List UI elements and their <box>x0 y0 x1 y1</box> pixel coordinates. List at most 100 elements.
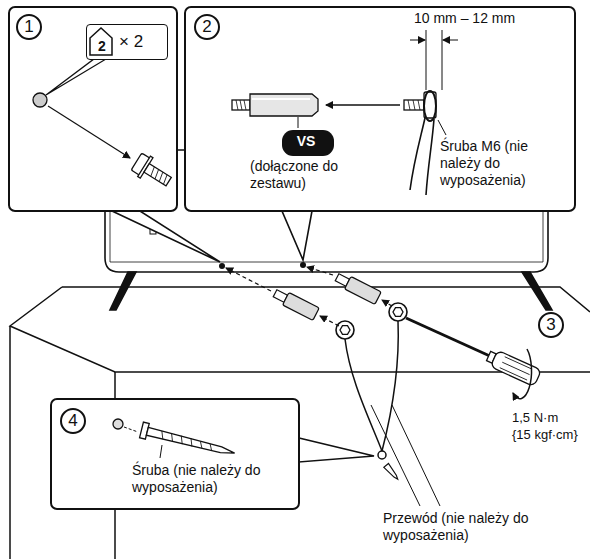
m6-screw <box>336 303 407 339</box>
panel-two-art <box>443 40 458 41</box>
m6-screw <box>389 303 407 321</box>
callout-number: 2 <box>194 14 220 40</box>
quantity-label: × 2 <box>119 32 143 52</box>
part-number: 2 <box>91 38 113 54</box>
torque-label: {15 kgf·cm} <box>512 427 578 443</box>
panel-two-art <box>252 98 310 100</box>
screwdriver <box>500 368 527 380</box>
panel-four-art <box>160 431 213 452</box>
panel-two-art <box>438 120 446 135</box>
panel-one-art <box>144 164 171 186</box>
panel-one-art <box>86 24 168 60</box>
panel-one-art <box>33 24 175 192</box>
wood-screw <box>384 463 400 481</box>
panel-two-art <box>250 94 318 116</box>
callout-number: 4 <box>60 408 86 434</box>
assembly-arrow <box>226 267 392 326</box>
wood-screw <box>384 463 400 481</box>
leader-line <box>371 405 440 506</box>
panel-four-art <box>113 419 237 461</box>
cable-wire <box>345 339 382 451</box>
panel-four-art <box>146 427 235 457</box>
screwdriver <box>490 350 541 386</box>
dimension-label: 10 mm – 12 mm <box>414 10 515 27</box>
panel-two-art <box>404 100 424 110</box>
cable-wire <box>382 321 398 451</box>
cable-wire <box>378 451 386 459</box>
callout-pointer <box>112 211 220 262</box>
spacer-part <box>345 276 382 304</box>
panel-ground <box>184 6 576 212</box>
m6-screw <box>336 321 354 339</box>
panel-two-art <box>408 100 420 110</box>
part-label: Przewód (nie należy do wyposażenia) <box>383 510 551 544</box>
screwdriver <box>505 357 532 369</box>
spacer-part <box>334 271 381 304</box>
cable-wire <box>345 321 398 459</box>
screwdriver <box>502 362 529 374</box>
tv-set <box>522 272 552 310</box>
part-label: Śruba M6 (nie należy do wyposażenia) <box>440 138 568 188</box>
screwdriver <box>513 349 532 399</box>
callout-pointer <box>282 211 312 260</box>
stand-table <box>62 287 590 312</box>
panel-one-art <box>48 106 130 158</box>
part-label: Śruba (nie należy do wyposażenia) <box>132 462 282 496</box>
tv-set <box>219 263 225 269</box>
stand-table <box>10 287 590 559</box>
panel-two-art <box>426 119 434 195</box>
spacer-part <box>272 287 319 320</box>
panel-two-art <box>442 30 443 90</box>
callout-number: 3 <box>538 312 564 338</box>
m6-screw <box>340 326 350 335</box>
screwdriver <box>406 318 492 357</box>
part-code-badge: VS <box>282 130 334 156</box>
tv-set <box>300 262 306 268</box>
panel-two-art <box>410 118 425 190</box>
screwdriver <box>485 348 542 387</box>
callout-panel: 4Śruba (nie należy do wyposażenia) <box>50 398 300 510</box>
panel-ground <box>8 6 178 212</box>
panel-two-art <box>424 91 436 121</box>
panel-four-art <box>124 427 138 432</box>
leader-line <box>392 405 440 506</box>
assembly-arrow <box>226 268 271 291</box>
spacer-part <box>272 271 381 320</box>
wood-screw <box>384 463 400 481</box>
assembly-arrow <box>320 316 339 326</box>
panel-two-art <box>236 100 246 110</box>
leader-line <box>371 405 420 506</box>
callout-pointer <box>299 438 374 462</box>
tv-set <box>110 272 136 310</box>
panel-one-art <box>149 167 169 184</box>
panel-two-art <box>326 104 400 105</box>
panel-one-art <box>130 151 175 191</box>
callout-panel: 1 2 × 2 <box>8 6 178 212</box>
panel-two-art <box>232 100 250 110</box>
panel-four-art <box>140 422 237 461</box>
quantity-bubble: 2 × 2 <box>86 24 168 60</box>
assembly-arrow <box>382 300 392 306</box>
callout-panel: 2 10 mm – 12 mm (dołączone do zestawu) Śrub… <box>184 6 576 212</box>
assembly-arrow <box>307 267 333 275</box>
panel-four-art <box>160 445 162 458</box>
panel-two-art <box>232 30 458 195</box>
panel-two-art <box>410 40 425 41</box>
panel-one-art <box>46 59 106 95</box>
panel-ground <box>50 398 300 510</box>
m6-screw <box>393 308 403 317</box>
part-code: VS <box>282 130 330 152</box>
torque-label: 1,5 N·m <box>512 410 558 426</box>
panel-ground <box>8 6 576 510</box>
panel-two-art <box>426 30 427 90</box>
panel-one-art <box>90 28 112 55</box>
screwdriver <box>406 318 541 399</box>
part-label: (dołączone do zestawu) <box>250 158 368 192</box>
spacer-part <box>283 292 320 320</box>
panel-two-art <box>298 117 299 128</box>
panel-one-art <box>33 93 47 107</box>
callout-number: 1 <box>16 14 42 40</box>
